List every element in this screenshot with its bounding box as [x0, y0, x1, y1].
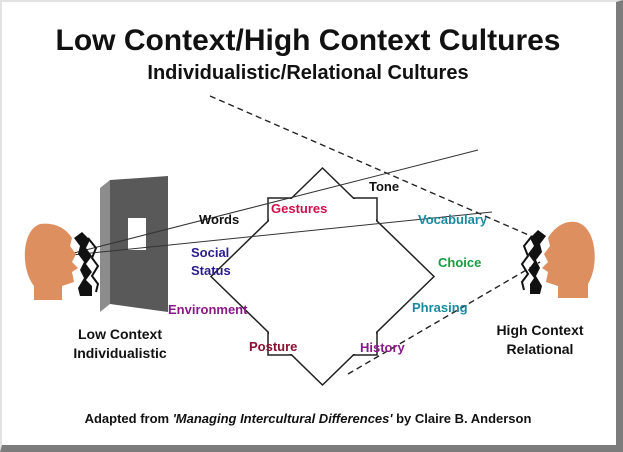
sight-line-lower — [61, 211, 493, 257]
left-label-line2: Individualistic — [73, 345, 167, 361]
left-label: Low Context Individualistic — [60, 325, 180, 363]
label-environment: Environment — [168, 302, 248, 317]
sight-line-upper — [61, 149, 479, 257]
label-history: History — [360, 340, 405, 355]
label-posture: Posture — [249, 339, 298, 354]
credit-source: 'Managing Intercultural Differences' — [172, 411, 393, 426]
credit-suffix: by Claire B. Anderson — [392, 411, 532, 426]
label-vocabulary: Vocabulary — [418, 212, 488, 227]
right-head-icon — [520, 221, 595, 298]
label-social: Social — [191, 245, 230, 260]
right-label-line1: High Context — [496, 322, 584, 338]
credit-prefix: Adapted from — [84, 411, 173, 426]
label-words: Words — [199, 212, 240, 227]
right-label-line2: Relational — [506, 341, 574, 357]
left-label-line1: Low Context — [78, 326, 162, 342]
label-tone: Tone — [369, 179, 400, 194]
diagram-subtitle: Individualistic/Relational Cultures — [147, 62, 469, 84]
diagram-title: Low Context/High Context Cultures — [55, 24, 561, 57]
credit-line: Adapted from 'Managing Intercultural Dif… — [0, 411, 616, 426]
left-head-icon — [24, 223, 100, 300]
label-choice: Choice — [438, 255, 482, 270]
label-phrasing: Phrasing — [412, 300, 468, 315]
label-status: Status — [191, 263, 231, 278]
right-label: High Context Relational — [480, 321, 600, 359]
label-gestures: Gestures — [271, 201, 328, 216]
dashed-cone-lower — [347, 261, 541, 375]
wall-icon — [100, 176, 168, 312]
dashed-cone-upper — [209, 95, 541, 241]
